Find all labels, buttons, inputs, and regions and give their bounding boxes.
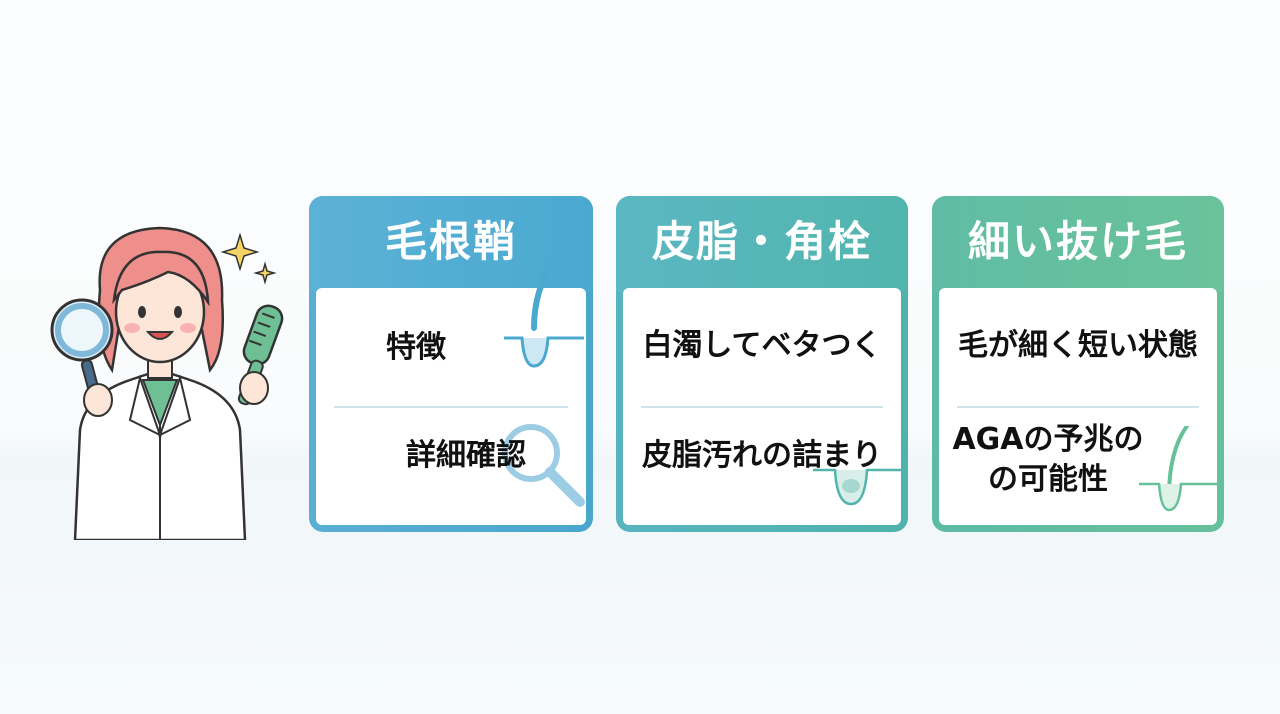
doctor-character-illustration [50, 226, 284, 540]
card-item: 詳細確認 [406, 438, 526, 473]
hair-follicle-icon [1139, 426, 1219, 512]
magnifier-icon [502, 424, 585, 507]
card-body: 毛が細く短い状態 AGAの予兆の の可能性 [939, 288, 1219, 525]
card-title: 細い抜け毛 [967, 217, 1188, 266]
card-header [616, 196, 908, 292]
card-item: AGAの予兆の [952, 422, 1144, 457]
divider [334, 406, 568, 408]
card-title: 皮脂・角栓 [651, 217, 872, 266]
card-body: 特徴 詳細確認 [316, 258, 586, 525]
hair-follicle-icon [813, 468, 903, 506]
card-title: 毛根鞘 [384, 217, 517, 266]
card-sebum-plug: 皮脂・角栓 白濁してベタつく 皮脂汚れの詰まり [616, 196, 908, 532]
card-item: の可能性 [988, 462, 1108, 497]
card-item: 皮脂汚れの詰まり [642, 438, 882, 473]
divider [957, 406, 1199, 408]
card-hair-root-sheath: 毛根鞘 特徴 詳細確認 [309, 196, 593, 532]
card-header [932, 196, 1224, 292]
divider [641, 406, 883, 408]
card-thin-hair: 細い抜け毛 毛が細く短い状態 AGAの予兆の の可能性 [932, 196, 1224, 532]
card-item: 特徴 [386, 330, 446, 365]
card-item: 毛が細く短い状態 [958, 328, 1198, 363]
hair-follicle-icon [504, 258, 584, 368]
card-body: 白濁してベタつく 皮脂汚れの詰まり [623, 288, 903, 525]
card-item: 白濁してベタつく [642, 328, 882, 363]
